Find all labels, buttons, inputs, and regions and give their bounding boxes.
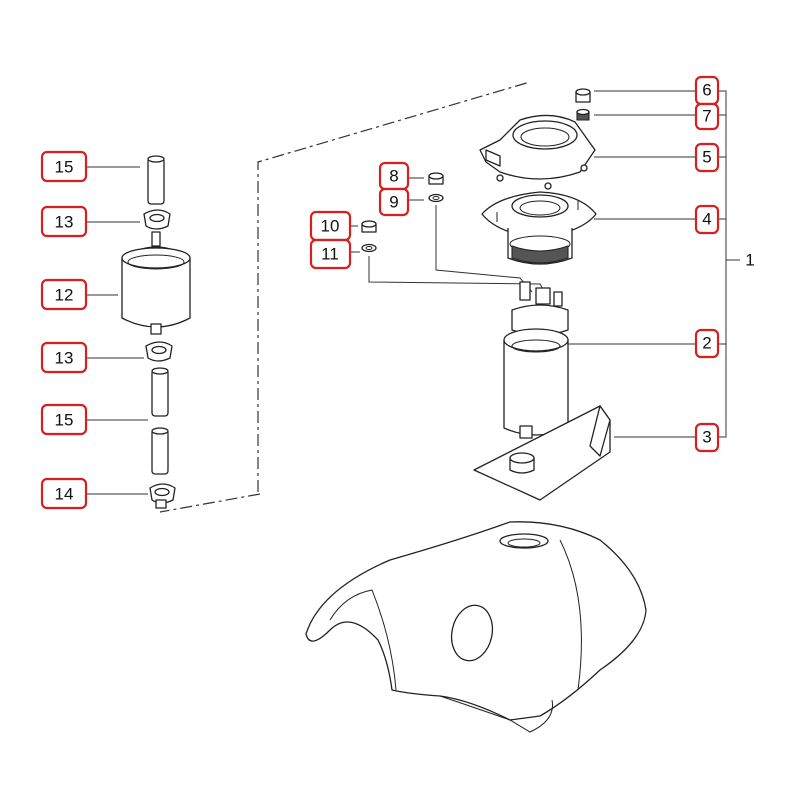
callout-13-top-text: 13: [55, 213, 74, 232]
fuel-hose-top: [147, 155, 165, 205]
fuel-strainer-bracket: [473, 405, 611, 501]
leader-lines: [86, 90, 740, 495]
callout-10[interactable]: 10: [309, 210, 352, 242]
hose-clamp-bottom: [145, 341, 173, 362]
callout-2-text: 2: [702, 334, 711, 353]
fuel-hose-bottom: [151, 367, 169, 475]
callout-8[interactable]: 8: [378, 161, 410, 191]
callout-15-top-text: 15: [55, 158, 74, 177]
callout-7-text: 7: [702, 107, 711, 126]
callout-5-text: 5: [702, 148, 711, 167]
nut-10: [361, 220, 377, 233]
callout-14-text: 14: [55, 485, 74, 504]
dash-dot-reference-lines: [159, 81, 531, 513]
nut-8: [428, 172, 444, 185]
callout-15-bottom-text: 15: [55, 411, 74, 430]
hose-clamp-14: [149, 483, 176, 509]
callout-13-bottom[interactable]: 13: [40, 341, 88, 374]
callout-11-text: 11: [321, 245, 339, 264]
hose-clamp-top: [143, 209, 171, 230]
washer-9: [428, 193, 444, 203]
cap-nut-6: [575, 88, 591, 103]
callout-7[interactable]: 7: [694, 102, 720, 131]
fuel-filter: [121, 231, 191, 335]
callout-9-text: 9: [389, 193, 398, 212]
pump-holder-plate: [481, 191, 597, 265]
callout-11[interactable]: 11: [309, 238, 352, 270]
callout-6[interactable]: 6: [694, 75, 720, 106]
washer-11: [361, 243, 377, 253]
callout-3-text: 3: [702, 428, 711, 447]
callout-5[interactable]: 5: [694, 142, 720, 173]
fuel-tank: [305, 521, 647, 733]
fuel-filter-assembly: [121, 155, 191, 509]
callout-13-bottom-text: 13: [55, 349, 74, 368]
tank-flange-cover: [479, 114, 596, 190]
callout-15-top[interactable]: 15: [40, 150, 88, 183]
callout-12-text: 12: [55, 286, 74, 305]
electric-fuel-pump: [503, 281, 569, 439]
callout-6-text: 6: [702, 81, 711, 100]
callout-4-text: 4: [702, 210, 711, 229]
callout-8-text: 8: [389, 167, 398, 186]
callout-10-text: 10: [321, 217, 340, 236]
callout-12[interactable]: 12: [40, 278, 88, 311]
callout-3[interactable]: 3: [694, 422, 720, 453]
callout-13-top[interactable]: 13: [40, 205, 88, 238]
callout-9[interactable]: 9: [378, 187, 410, 217]
callout-14[interactable]: 14: [40, 477, 88, 510]
callout-2[interactable]: 2: [694, 328, 720, 359]
callout-4[interactable]: 4: [694, 204, 720, 235]
callout-15-bottom[interactable]: 15: [40, 403, 88, 436]
nut-7: [576, 108, 590, 121]
assembly-label-1[interactable]: 1: [745, 251, 754, 270]
